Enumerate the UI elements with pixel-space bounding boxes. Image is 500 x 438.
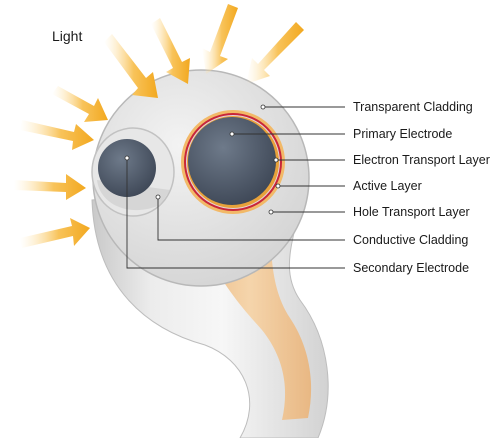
light-ray-1 — [104, 34, 158, 98]
leader-dot — [260, 104, 266, 110]
leader-lines — [126, 106, 345, 269]
light-label: Light — [52, 28, 83, 44]
light-ray-7 — [14, 174, 86, 200]
label-hole-transport-layer: Hole Transport Layer — [353, 205, 470, 219]
light-rays — [14, 4, 304, 248]
label-secondary-electrode: Secondary Electrode — [353, 261, 470, 275]
leader-line-conductive-cladding — [157, 197, 345, 241]
leader-dots — [124, 104, 281, 215]
light-ray-2 — [151, 18, 190, 84]
leader-line-secondary-electrode — [126, 158, 345, 269]
light-ray-3 — [202, 4, 238, 74]
light-ray-8 — [20, 218, 90, 248]
label-conductive-cladding: Conductive Cladding — [353, 233, 469, 247]
label-active-layer: Active Layer — [353, 179, 422, 193]
light-ray-6 — [20, 120, 94, 150]
primary-electrode — [188, 117, 276, 205]
label-primary-electrode: Primary Electrode — [353, 127, 453, 141]
light-ray-5 — [52, 86, 108, 122]
leader-dot — [268, 209, 274, 215]
label-transparent-cladding: Transparent Cladding — [353, 100, 473, 114]
leader-dot — [275, 183, 281, 189]
leader-dot — [273, 157, 279, 163]
leader-dot — [229, 131, 235, 137]
light-ray-4 — [246, 22, 304, 84]
leader-dot — [155, 194, 161, 200]
label-electron-transport-layer: Electron Transport Layer — [353, 153, 490, 167]
leader-dot — [124, 155, 130, 161]
